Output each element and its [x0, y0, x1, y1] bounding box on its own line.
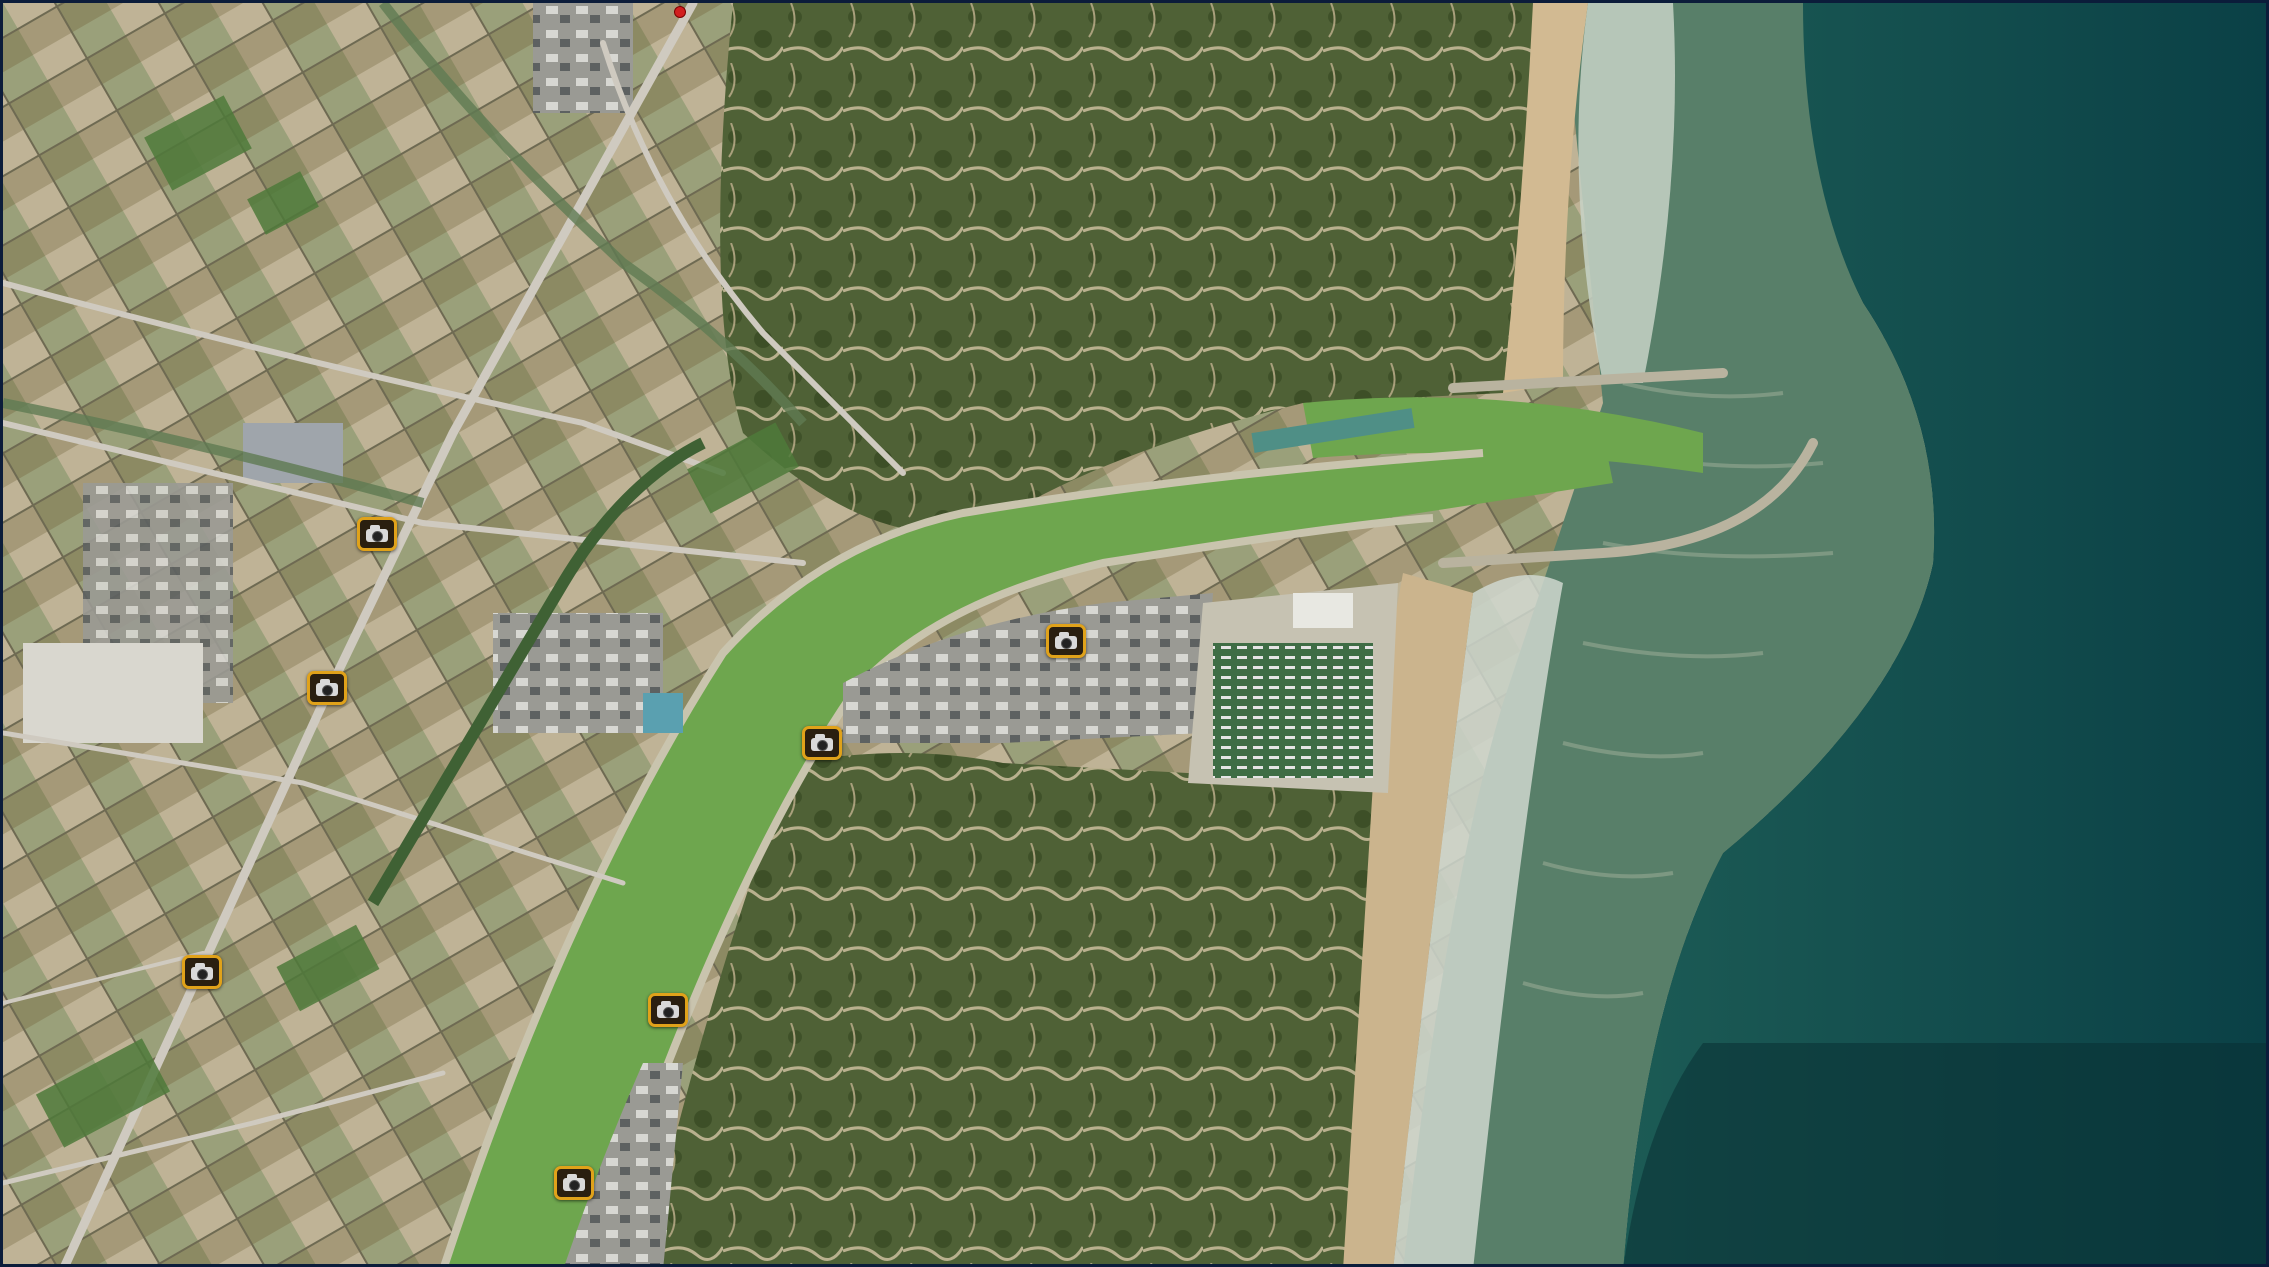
map-imagery[interactable] [3, 3, 2269, 1267]
photo-marker-camera-7[interactable] [554, 1166, 594, 1200]
photo-marker-camera-2[interactable] [307, 671, 347, 705]
photo-marker-camera-1[interactable] [357, 517, 397, 551]
photo-marker-camera-5[interactable] [802, 726, 842, 760]
photo-marker-camera-3[interactable] [182, 955, 222, 989]
photo-marker-camera-6[interactable] [648, 993, 688, 1027]
location-pin[interactable] [674, 6, 686, 18]
photo-marker-camera-4[interactable] [1046, 624, 1086, 658]
map-top-label [688, 3, 1048, 12]
